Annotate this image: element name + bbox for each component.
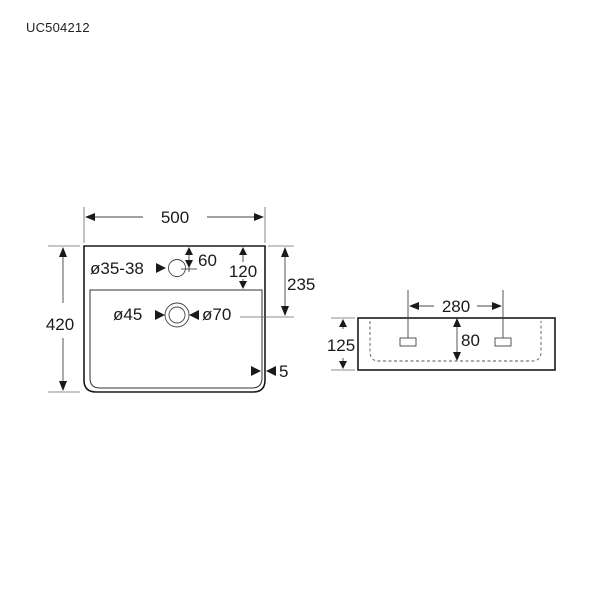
model-code: UC504212 [26, 20, 90, 35]
mounting-slot-left [399, 337, 417, 347]
rim-label: 5 [279, 362, 288, 381]
waste-offset-label: 235 [287, 275, 315, 294]
waste-offset-dimension: 235 [240, 245, 315, 318]
basin-front-label: 120 [229, 262, 257, 281]
height-label: 125 [327, 336, 355, 355]
depth-dimension: 420 [46, 245, 80, 393]
tap-offset-label: 60 [198, 251, 217, 270]
tap-offset-dimension: 60 [181, 247, 217, 272]
side-view-bowl-hidden-line [369, 321, 542, 362]
mounting-spacing-dimension: 280 [407, 290, 504, 338]
tap-hole-label: ø35-38 [90, 259, 144, 278]
rim-dimension: 5 [251, 362, 288, 381]
side-view-outline [357, 317, 556, 371]
basin-inner-bowl [89, 289, 263, 389]
width-dimension: 500 [83, 207, 266, 243]
waste-inner-label: ø45 [113, 305, 142, 324]
mounting-spacing-label: 280 [442, 297, 470, 316]
side-view: 125 280 80 [327, 290, 556, 371]
mounting-height-dimension: 80 [453, 318, 480, 361]
depth-label: 420 [46, 315, 74, 334]
waste-outlet: ø45 ø70 [113, 302, 231, 328]
height-dimension: 125 [327, 317, 355, 371]
mounting-height-label: 80 [461, 331, 480, 350]
width-label: 500 [161, 208, 189, 227]
tap-hole: ø35-38 [90, 259, 186, 278]
basin-front-dimension: 120 [229, 247, 257, 289]
waste-outer-label: ø70 [202, 305, 231, 324]
basin-outer-outline [83, 245, 266, 393]
mounting-slot-right [494, 337, 512, 347]
top-view: 500 420 ø35-38 60 [46, 207, 315, 393]
